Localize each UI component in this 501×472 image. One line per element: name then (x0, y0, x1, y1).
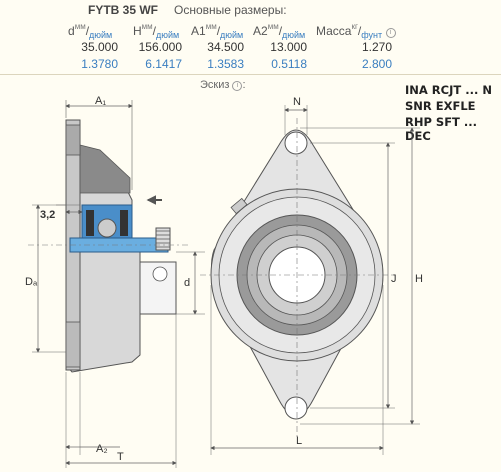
value-mass-imperial: 2.800 (361, 57, 392, 71)
side-seal-left (86, 210, 94, 236)
label-L: L (296, 435, 302, 447)
value-A1-imperial: 1.3583 (207, 57, 244, 71)
value-H-metric: 156.000 (138, 40, 182, 54)
label-Da: Dₐ (25, 276, 38, 288)
col-header-A2: A2мм/дюйм (253, 22, 306, 40)
value-A2-metric: 13.000 (270, 40, 307, 54)
brand-snr: SNR EXFLE (405, 99, 476, 113)
side-flange-hole (65, 124, 81, 156)
side-seal-right (120, 210, 128, 236)
side-flange-hole-lower (65, 321, 81, 368)
dimensions-title: Основные размеры: (174, 3, 287, 17)
side-cast-top (79, 144, 131, 194)
label-H: H (415, 273, 423, 285)
side-view: A₁ 3,2 Dₐ d A₂ T (25, 95, 205, 468)
label-A2: A₂ (96, 443, 108, 455)
grease-nipple (230, 197, 248, 215)
value-mass-metric: 1.270 (361, 40, 392, 54)
label-J: J (391, 273, 397, 285)
label-N: N (293, 96, 301, 108)
col-header-H: Hмм/дюйм (133, 22, 180, 40)
value-H-imperial: 6.1417 (145, 57, 182, 71)
col-header-mass: Массакг/фунт i (316, 22, 396, 40)
value-A1-metric: 34.500 (207, 40, 244, 54)
sketch-label: Эскиз i: (200, 79, 246, 91)
value-A2-imperial: 0.5118 (271, 57, 307, 71)
sketch-info-icon[interactable]: i (232, 81, 243, 91)
info-icon[interactable]: i (385, 28, 396, 38)
col-header-A1: A1мм/дюйм (191, 22, 244, 40)
header-divider (0, 74, 501, 75)
label-T: T (117, 451, 124, 463)
label-d: d (184, 277, 190, 289)
front-view: N J H L (200, 96, 423, 455)
brand-ina: INA RCJT ... N (405, 83, 492, 97)
front-bolt-hole-bottom (284, 396, 308, 420)
side-lower-circle (152, 266, 168, 282)
front-bolt-hole-top (284, 131, 308, 155)
product-model: FYTB 35 WF (88, 3, 159, 17)
label-A1: A₁ (95, 95, 106, 107)
value-d-metric: 35.000 (81, 40, 118, 54)
col-header-d: dмм/дюйм (68, 22, 113, 40)
dimensions-header: FYTB 35 WF Основные размеры: dмм/дюйм Hм… (0, 0, 501, 75)
value-d-imperial: 1.3780 (81, 57, 118, 71)
side-ball (97, 218, 117, 238)
label-chamfer: 3,2 (40, 209, 55, 221)
